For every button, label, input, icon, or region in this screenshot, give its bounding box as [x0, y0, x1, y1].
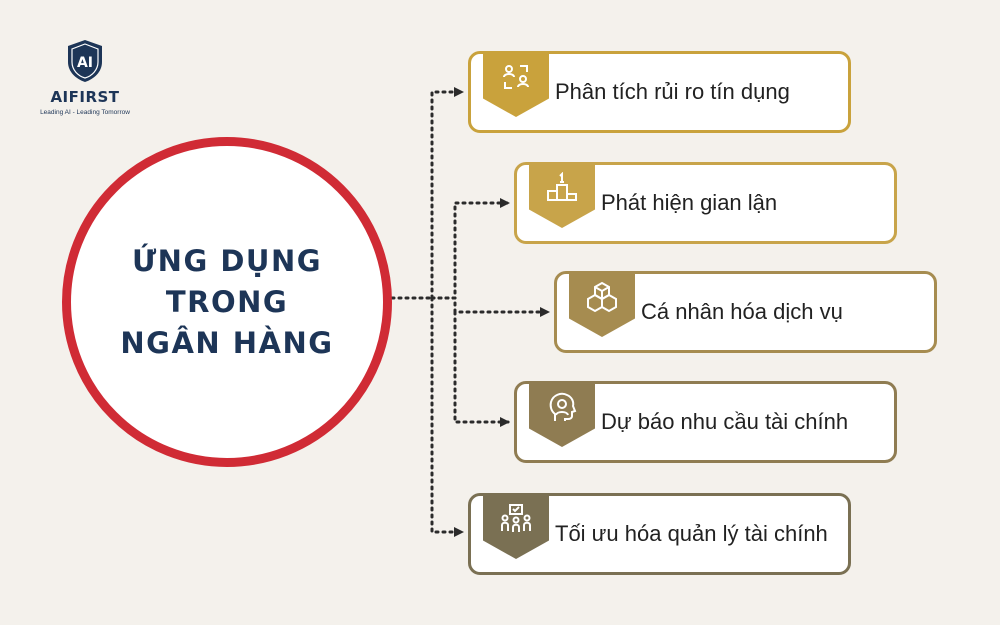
head-brain-icon [529, 381, 595, 447]
application-label: Cá nhân hóa dịch vụ [641, 299, 843, 324]
application-card-demand-forecast: Dự báo nhu cầu tài chính [514, 381, 897, 463]
people-exchange-icon [483, 51, 549, 117]
cubes-icon [569, 271, 635, 337]
application-label: Phân tích rủi ro tín dụng [555, 79, 790, 104]
application-label: Dự báo nhu cầu tài chính [601, 409, 849, 434]
application-label: Tối ưu hóa quản lý tài chính [555, 521, 828, 546]
application-card-financial-management: Tối ưu hóa quản lý tài chính [468, 493, 851, 575]
connector-3 [430, 296, 550, 317]
central-topic-title: ỨNG DỤNG TRONG NGÂN HÀNG [120, 243, 334, 360]
application-label: Phát hiện gian lận [601, 190, 778, 215]
shield-logo-icon: AI [68, 40, 102, 82]
svg-text:AI: AI [77, 55, 93, 71]
connector-2 [430, 198, 510, 300]
connector-5 [430, 296, 464, 537]
central-topic-circle: ỨNG DỤNG TRONG NGÂN HÀNG [62, 137, 392, 467]
podium-icon [529, 162, 595, 228]
brand-name: AIFIRST [50, 88, 120, 106]
application-card-fraud-detection: Phát hiện gian lận [514, 162, 897, 244]
application-card-personalization: Cá nhân hóa dịch vụ [554, 271, 937, 353]
connector-1 [430, 87, 464, 300]
brand-logo: AI AIFIRST Leading AI - Leading Tomorrow [30, 38, 140, 116]
connector-4 [453, 310, 510, 427]
brand-tagline: Leading AI - Leading Tomorrow [40, 109, 130, 116]
team-meeting-icon [483, 493, 549, 559]
application-card-credit-risk: Phân tích rủi ro tín dụng [468, 51, 851, 133]
